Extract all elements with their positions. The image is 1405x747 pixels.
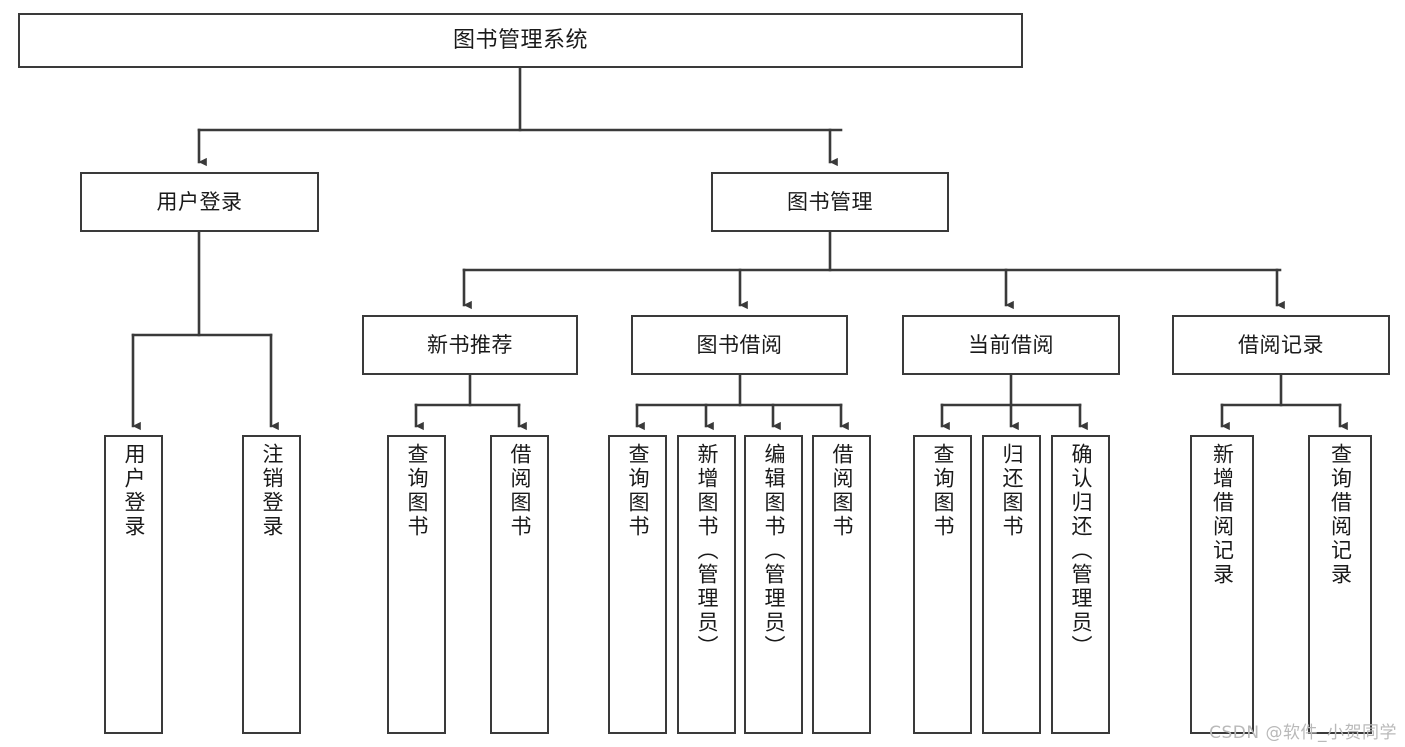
leaf-query-book-3[interactable]: 查询图书 <box>913 435 972 734</box>
node-new-book-rec-label: 新书推荐 <box>427 332 513 357</box>
csdn-watermark: CSDN @软件_小贺同学 <box>1209 723 1397 743</box>
node-book-borrow[interactable]: 图书借阅 <box>631 315 848 375</box>
leaf-query-book-1[interactable]: 查询图书 <box>387 435 446 734</box>
leaf-add-book-label: 新增图书（管理员） <box>695 443 719 659</box>
leaf-confirm-return-label: 确认归还（管理员） <box>1069 443 1093 659</box>
leaf-query-book-2[interactable]: 查询图书 <box>608 435 667 734</box>
leaf-query-book-2-label: 查询图书 <box>626 443 650 539</box>
node-book-manage[interactable]: 图书管理 <box>711 172 949 232</box>
node-user-login-label: 用户登录 <box>156 189 243 214</box>
leaf-return-book[interactable]: 归还图书 <box>982 435 1041 734</box>
node-root[interactable]: 图书管理系统 <box>18 13 1023 68</box>
leaf-confirm-return[interactable]: 确认归还（管理员） <box>1051 435 1110 734</box>
node-book-manage-label: 图书管理 <box>787 189 873 214</box>
leaf-user-login-label: 用户登录 <box>122 443 146 539</box>
leaf-query-record[interactable]: 查询借阅记录 <box>1308 435 1372 734</box>
node-borrow-record[interactable]: 借阅记录 <box>1172 315 1390 375</box>
node-user-login[interactable]: 用户登录 <box>80 172 319 232</box>
leaf-edit-book[interactable]: 编辑图书（管理员） <box>744 435 803 734</box>
node-borrow-record-label: 借阅记录 <box>1238 332 1324 357</box>
leaf-borrow-book-1[interactable]: 借阅图书 <box>490 435 549 734</box>
node-current-borrow-label: 当前借阅 <box>968 332 1054 357</box>
leaf-add-record-label: 新增借阅记录 <box>1210 443 1235 587</box>
leaf-edit-book-label: 编辑图书（管理员） <box>762 443 786 659</box>
leaf-logout-login[interactable]: 注销登录 <box>242 435 301 734</box>
leaf-query-book-1-label: 查询图书 <box>405 443 429 539</box>
leaf-borrow-book-1-label: 借阅图书 <box>508 443 532 539</box>
leaf-borrow-book-2-label: 借阅图书 <box>830 443 854 539</box>
leaf-return-book-label: 归还图书 <box>1000 443 1024 539</box>
leaf-query-record-label: 查询借阅记录 <box>1328 443 1353 587</box>
leaf-logout-login-label: 注销登录 <box>260 443 284 539</box>
leaf-query-book-3-label: 查询图书 <box>931 443 955 539</box>
node-root-label: 图书管理系统 <box>452 27 588 53</box>
leaf-add-book[interactable]: 新增图书（管理员） <box>677 435 736 734</box>
node-new-book-rec[interactable]: 新书推荐 <box>362 315 578 375</box>
node-current-borrow[interactable]: 当前借阅 <box>902 315 1120 375</box>
leaf-add-record[interactable]: 新增借阅记录 <box>1190 435 1254 734</box>
leaf-user-login[interactable]: 用户登录 <box>104 435 163 734</box>
node-book-borrow-label: 图书借阅 <box>696 332 783 357</box>
leaf-borrow-book-2[interactable]: 借阅图书 <box>812 435 871 734</box>
